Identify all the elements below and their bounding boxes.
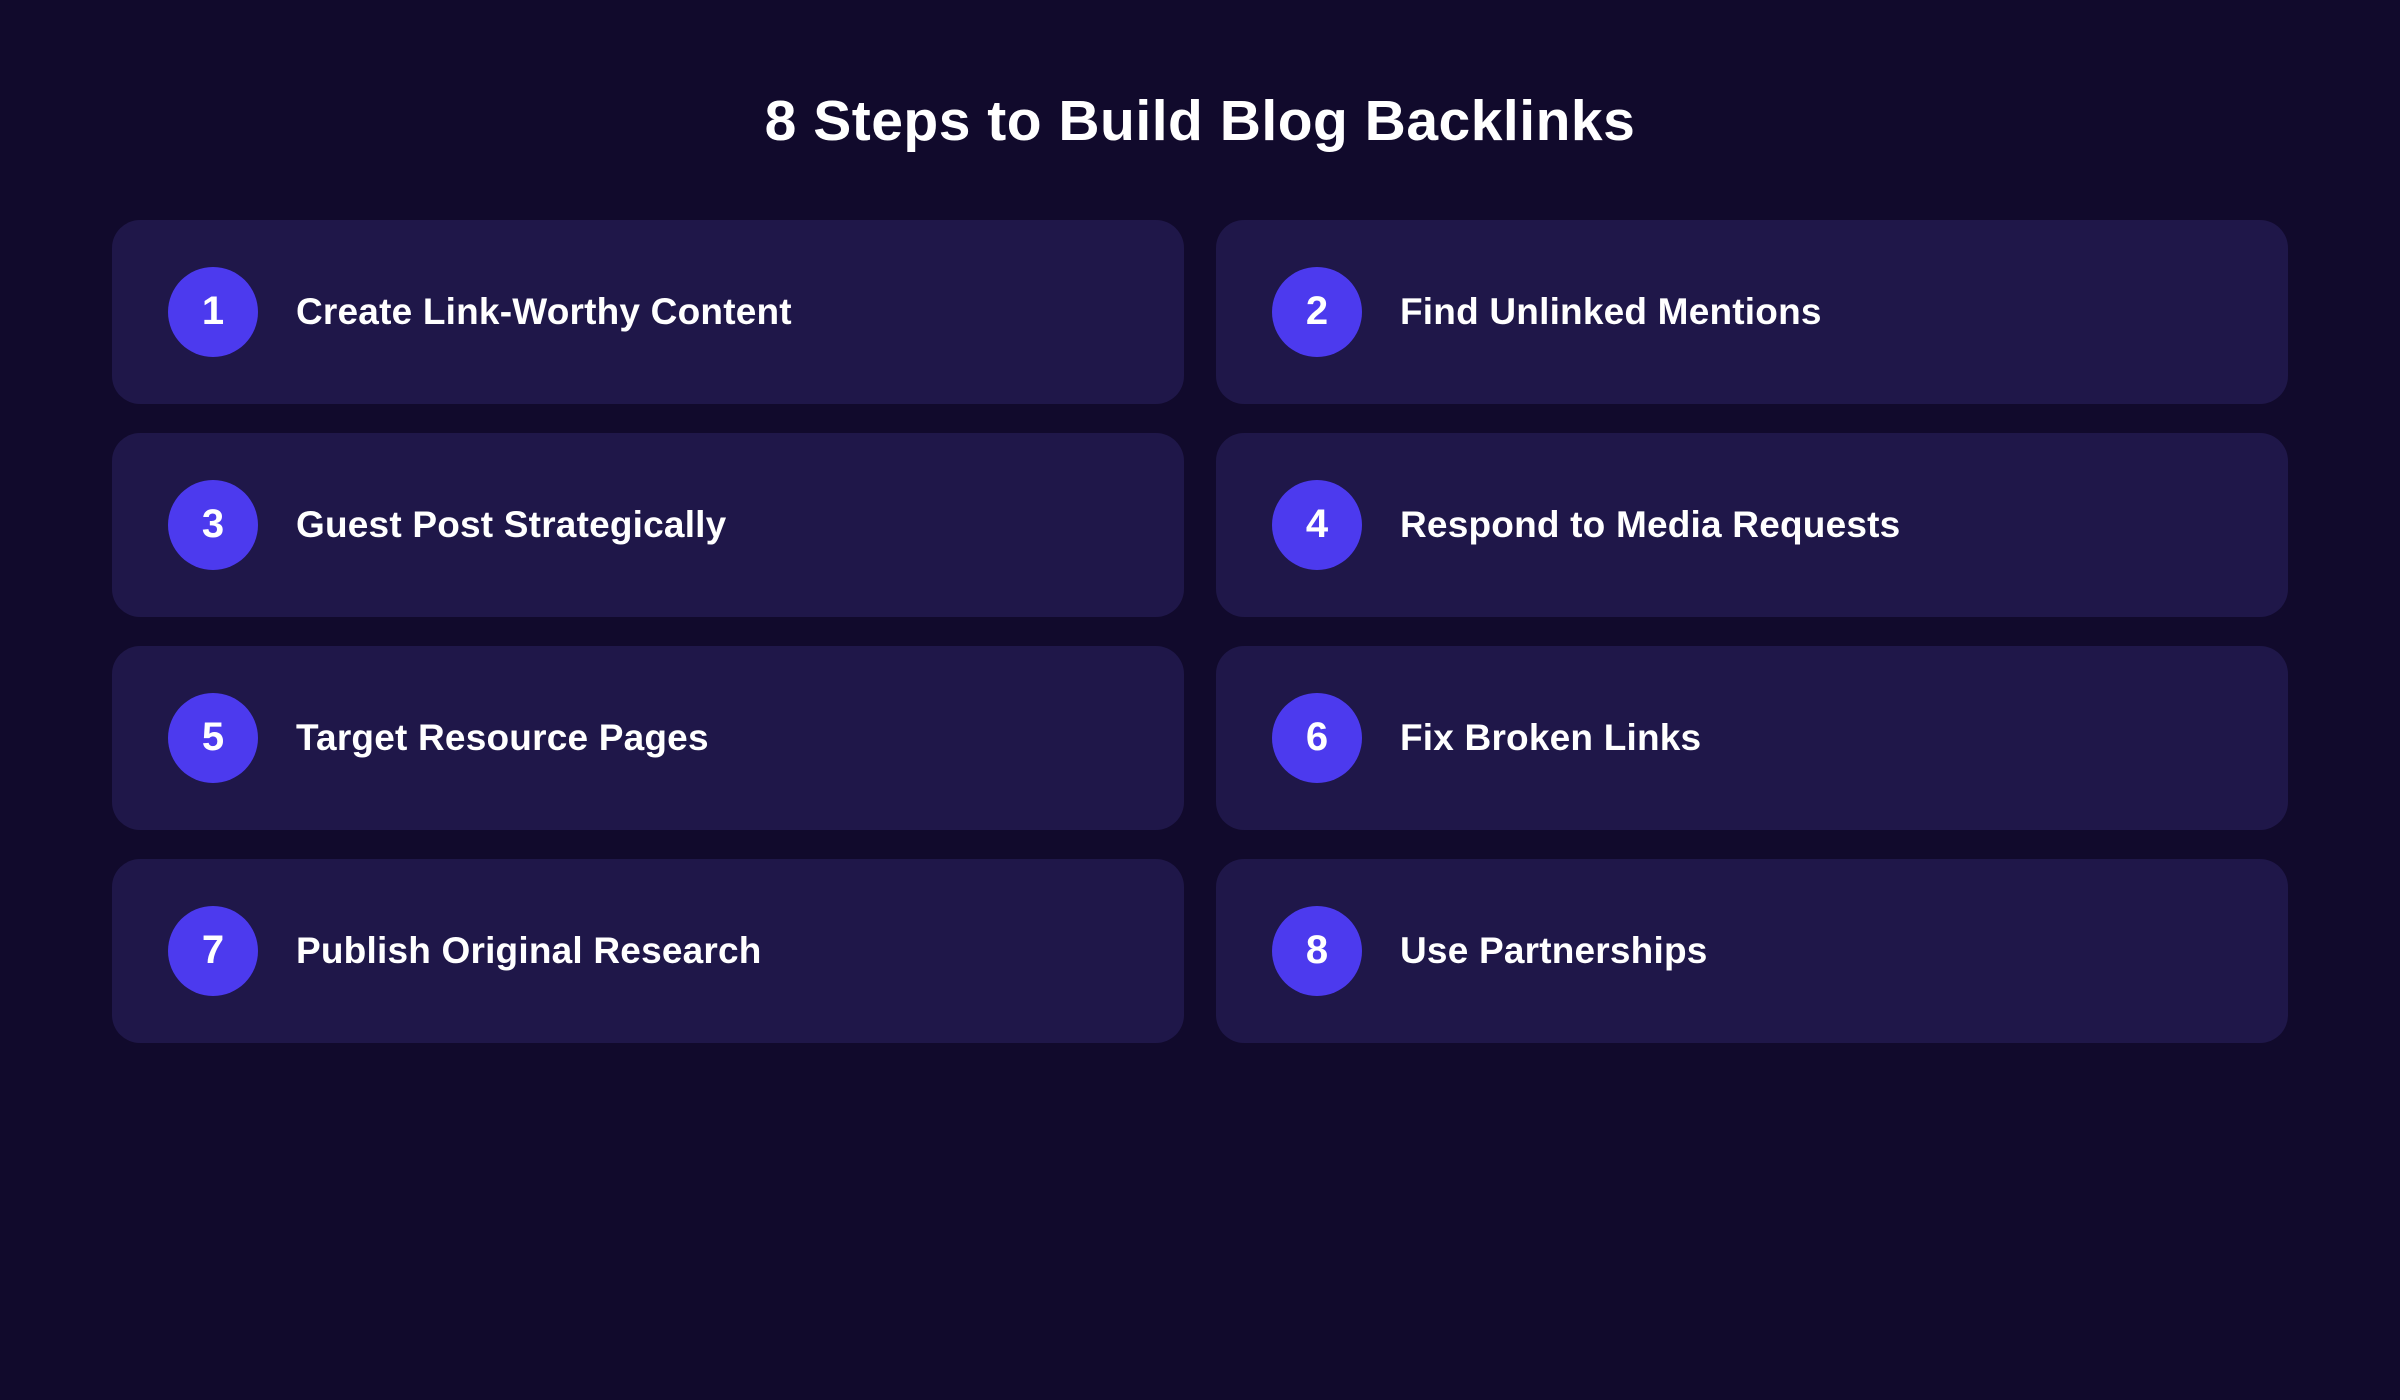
step-number-badge: 8 [1272,905,1362,996]
step-card-1: 1 Create Link-Worthy Content [112,219,1184,404]
step-card-8: 8 Use Partnerships [1216,858,2288,1043]
step-number-badge: 1 [168,266,258,357]
step-number-badge: 4 [1272,479,1362,570]
step-label: Publish Original Research [296,929,762,971]
steps-grid: 1 Create Link-Worthy Content 2 Find Unli… [112,219,2288,1043]
step-number-badge: 7 [168,905,258,996]
step-number-badge: 3 [168,479,258,570]
page-title: 8 Steps to Build Blog Backlinks [764,89,1636,153]
step-label: Respond to Media Requests [1400,503,1901,545]
step-number-badge: 6 [1272,692,1362,783]
step-card-2: 2 Find Unlinked Mentions [1216,219,2288,404]
step-card-7: 7 Publish Original Research [112,858,1184,1043]
step-label: Use Partnerships [1400,929,1708,971]
step-label: Create Link-Worthy Content [296,290,792,332]
step-label: Find Unlinked Mentions [1400,290,1822,332]
step-number-badge: 2 [1272,266,1362,357]
step-label: Guest Post Strategically [296,503,727,545]
step-card-6: 6 Fix Broken Links [1216,645,2288,830]
step-card-4: 4 Respond to Media Requests [1216,432,2288,617]
step-card-5: 5 Target Resource Pages [112,645,1184,830]
step-card-3: 3 Guest Post Strategically [112,432,1184,617]
step-number-badge: 5 [168,692,258,783]
step-label: Target Resource Pages [296,716,709,758]
step-label: Fix Broken Links [1400,716,1702,758]
